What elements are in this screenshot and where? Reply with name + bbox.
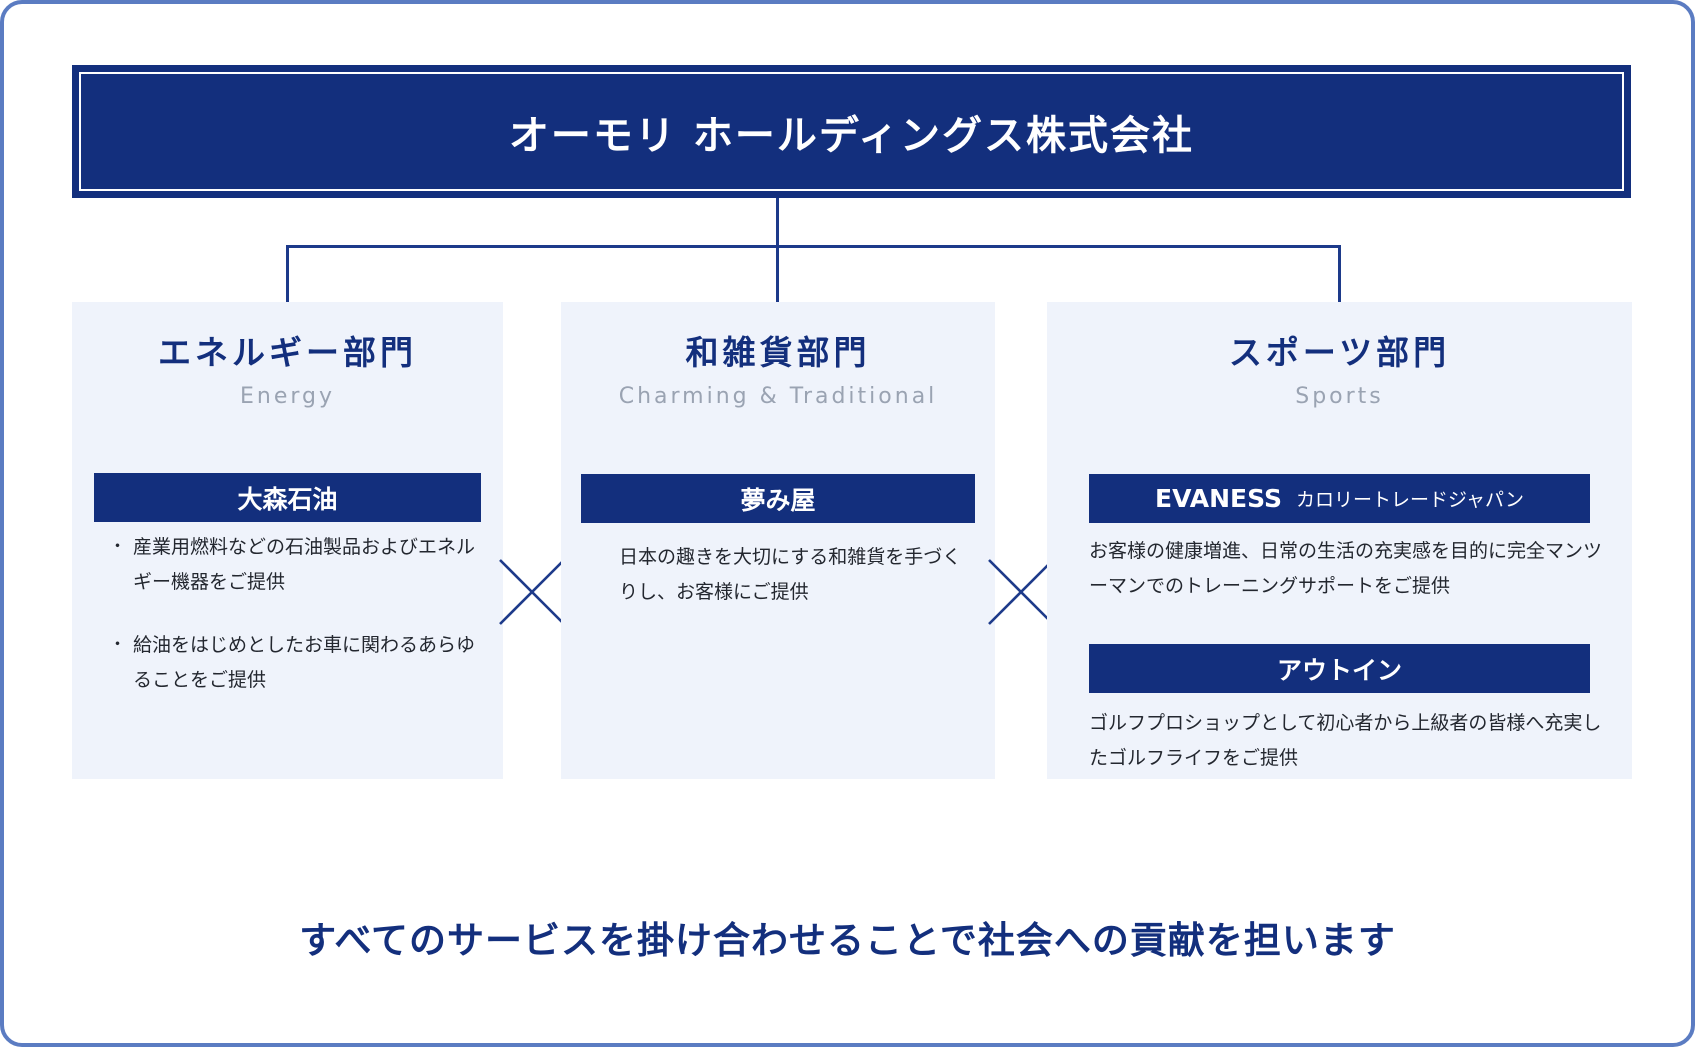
outin-description: ゴルフプロショップとして初心者から上級者の皆様へ充実したゴルフライフをご提供 — [1089, 712, 1602, 769]
goods-description: 日本の趣きを大切にする和雑貨を手づくりし、お客様にご提供 — [619, 546, 962, 603]
connector-drop-sports — [1338, 245, 1341, 315]
panel-energy-division: エネルギー部門 Energy 大森石油 産業用燃料などの石油製品およびエネルギー… — [72, 302, 503, 779]
division-title-goods: 和雑貨部門 — [685, 333, 871, 372]
division-title-sports: スポーツ部門 — [1228, 333, 1451, 372]
division-title-energy: エネルギー部門 — [158, 333, 417, 372]
brand-bar-evaness: EVANESS カロリートレードジャパン — [1089, 474, 1590, 523]
multiply-icon — [988, 559, 1054, 625]
brand-suffix: カロリートレードジャパン — [1295, 489, 1524, 511]
energy-bullet-list: 産業用燃料などの石油製品およびエネルギー機器をご提供 給油をはじめとしたお車に関… — [109, 530, 485, 726]
list-item: 産業用燃料などの石油製品およびエネルギー機器をご提供 — [109, 530, 485, 600]
connector-drop-goods — [776, 245, 779, 315]
brand-name: アウトイン — [1276, 655, 1402, 685]
division-subtitle-energy: Energy — [239, 384, 336, 409]
division-subtitle-goods: Charming & Traditional — [618, 384, 938, 409]
brand-bar-omori-sekiyu: 大森石油 — [94, 473, 481, 522]
connector-drop-energy — [286, 245, 289, 315]
connector-stem — [776, 198, 779, 247]
brand-bar-yumemiya: 夢み屋 — [581, 474, 975, 523]
evaness-description: お客様の健康増進、日常の生活の充実感を目的に完全マンツーマンでのトレーニングサポ… — [1089, 540, 1603, 597]
brand-bar-outin: アウトイン — [1089, 644, 1590, 693]
company-name: オーモリ ホールディングス株式会社 — [508, 112, 1195, 159]
connector-horizontal — [286, 245, 1341, 248]
division-subtitle-sports: Sports — [1295, 384, 1384, 409]
brand-name: 大森石油 — [237, 484, 338, 514]
brand-name: EVANESS — [1155, 484, 1282, 513]
list-item: 給油をはじめとしたお車に関わるあらゆることをご提供 — [109, 628, 485, 698]
panel-sports-division: スポーツ部門 Sports EVANESS カロリートレードジャパン お客様の健… — [1047, 302, 1632, 779]
company-header-box: オーモリ ホールディングス株式会社 — [72, 65, 1631, 198]
multiply-icon — [499, 559, 565, 625]
footer-statement: すべてのサービスを掛け合わせることで社会への貢献を担います — [299, 919, 1396, 962]
brand-name: 夢み屋 — [740, 485, 816, 515]
panel-goods-division: 和雑貨部門 Charming & Traditional 夢み屋 日本の趣きを大… — [561, 302, 995, 779]
